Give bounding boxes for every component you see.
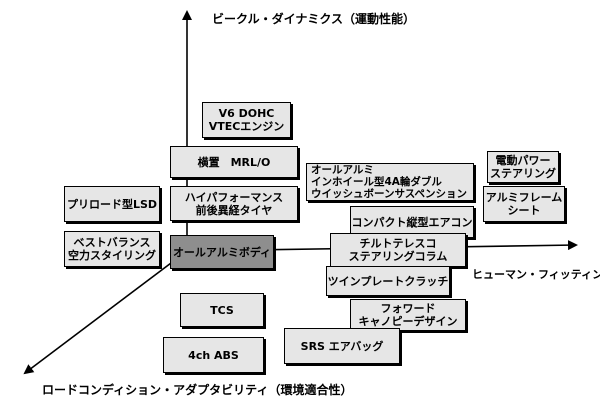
vertical-axis-label: ビークル・ダイナミクス（運動性能）: [212, 12, 416, 26]
tilt-telescopic-column-box: チルトテレスコ ステアリングコラム: [330, 233, 466, 267]
srs-airbag-box: SRS エアバッグ: [284, 328, 400, 364]
diagonal-axis-label: ロードコンディション・アダプタビリティ（環境適合性）: [42, 383, 353, 397]
tcs-box: TCS: [180, 293, 264, 327]
horizontal-axis-label: ヒューマン・フィッティング: [472, 268, 600, 281]
all-aluminum-body-box: オールアルミボディ: [170, 235, 274, 269]
all-aluminum-wheel-suspension-box: オールアルミ インホイール型4A輪ダブル ウイッシュボーンサスペンション: [306, 163, 474, 201]
forward-canopy-design-box: フォワード キャノピーデザイン: [350, 299, 466, 331]
abs-4ch-box: 4ch ABS: [163, 337, 264, 373]
compact-aircon-box: コンパクト縦型エアコン: [350, 206, 474, 238]
yokooki-mrl-box: 横置 MRL/O: [170, 146, 298, 178]
preload-lsd-box: プリロード型LSD: [64, 186, 160, 222]
twin-plate-clutch-box: ツインプレートクラッチ: [326, 266, 450, 296]
high-performance-tire-box: ハイパフォーマンス 前後異経タイヤ: [170, 186, 298, 221]
v6-dohc-vtec-box: V6 DOHC VTECエンジン: [202, 102, 291, 138]
best-balance-styling-box: ベストバランス 空力スタイリング: [64, 231, 160, 267]
aluminum-frame-seat-box: アルミフレーム シート: [483, 186, 565, 222]
electric-power-steering-box: 電動パワー ステアリング: [487, 151, 559, 183]
diagonal-axis-arrow: [23, 250, 188, 375]
